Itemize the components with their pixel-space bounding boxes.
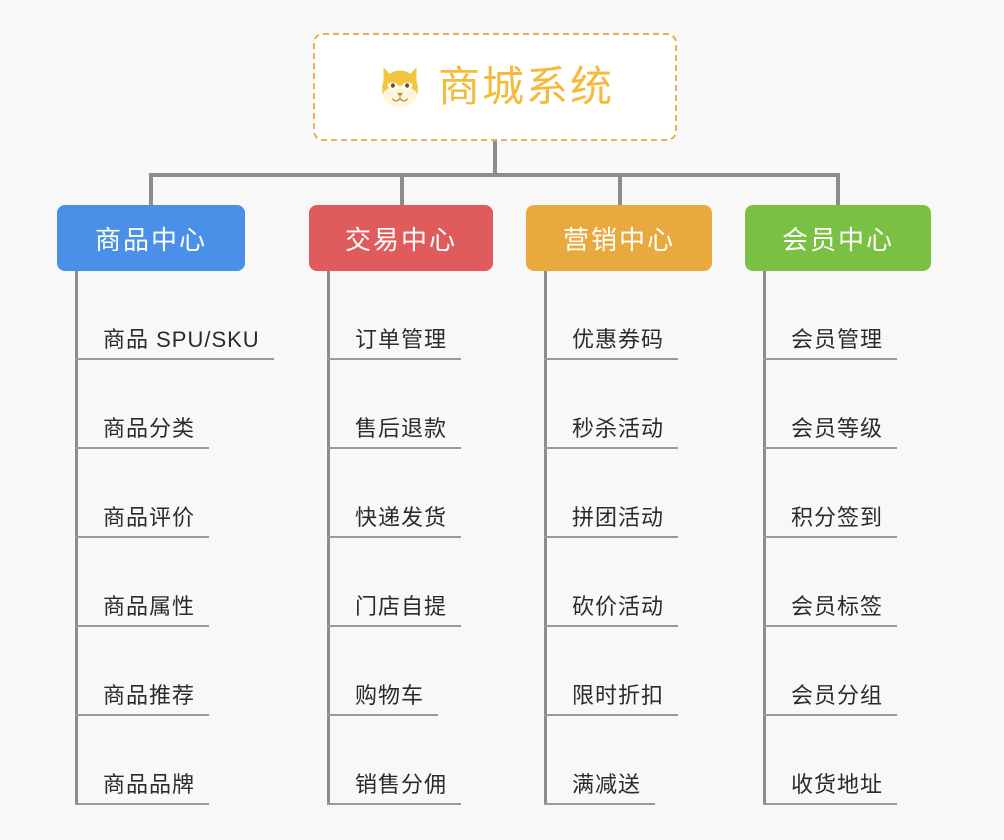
list-item[interactable]: 会员标签 bbox=[745, 538, 931, 627]
category-column-会员中心: 会员中心 会员管理 会员等级 积分签到 会员标签 会员分组 收货地址 bbox=[745, 205, 931, 805]
root-title: 商城系统 bbox=[437, 63, 614, 110]
list-item[interactable]: 销售分佣 bbox=[309, 716, 493, 805]
list-item[interactable]: 商品品牌 bbox=[57, 716, 245, 805]
leaf-label: 销售分佣 bbox=[355, 771, 448, 797]
leaf-label: 商品品牌 bbox=[103, 771, 196, 797]
root-node[interactable]: 商城系统 bbox=[313, 33, 677, 141]
category-header-3[interactable]: 营销中心 bbox=[526, 205, 712, 271]
leaf-label: 优惠券码 bbox=[572, 326, 665, 352]
shiba-dog-face-icon bbox=[381, 67, 418, 108]
column-spine-4 bbox=[763, 271, 766, 805]
list-item[interactable]: 门店自提 bbox=[309, 538, 493, 627]
list-item[interactable]: 商品 SPU/SKU bbox=[57, 271, 274, 360]
leaf-label: 限时折扣 bbox=[572, 682, 665, 708]
leaf-label: 会员标签 bbox=[791, 593, 884, 619]
leaf-label: 收货地址 bbox=[791, 771, 884, 797]
list-item[interactable]: 优惠券码 bbox=[526, 271, 712, 360]
list-item[interactable]: 会员等级 bbox=[745, 360, 931, 449]
list-item[interactable]: 快递发货 bbox=[309, 449, 493, 538]
leaf-label: 会员管理 bbox=[791, 326, 884, 352]
leaf-label: 商品分类 bbox=[103, 415, 196, 441]
list-item[interactable]: 会员分组 bbox=[745, 627, 931, 716]
category-label-4: 会员中心 bbox=[781, 224, 894, 255]
list-item[interactable]: 会员管理 bbox=[745, 271, 931, 360]
leaf-label: 商品评价 bbox=[103, 504, 196, 530]
column-spine-2 bbox=[327, 271, 330, 805]
list-item[interactable]: 商品评价 bbox=[57, 449, 245, 538]
category-header-2[interactable]: 交易中心 bbox=[309, 205, 493, 271]
leaf-label: 订单管理 bbox=[355, 326, 448, 352]
category-label-2: 交易中心 bbox=[344, 224, 457, 255]
list-item[interactable]: 积分签到 bbox=[745, 449, 931, 538]
drop-connector-3 bbox=[618, 173, 622, 207]
list-item[interactable]: 砍价活动 bbox=[526, 538, 712, 627]
list-item[interactable]: 商品分类 bbox=[57, 360, 245, 449]
list-item[interactable]: 售后退款 bbox=[309, 360, 493, 449]
list-item[interactable]: 满减送 bbox=[526, 716, 712, 805]
category-items-3: 优惠券码 秒杀活动 拼团活动 砍价活动 限时折扣 满减送 bbox=[526, 271, 712, 805]
list-item[interactable]: 收货地址 bbox=[745, 716, 931, 805]
list-item[interactable]: 订单管理 bbox=[309, 271, 493, 360]
leaf-label: 秒杀活动 bbox=[572, 415, 665, 441]
category-label-3: 营销中心 bbox=[562, 224, 675, 255]
category-items-1: 商品 SPU/SKU 商品分类 商品评价 商品属性 商品推荐 商品品牌 bbox=[57, 271, 274, 805]
leaf-label: 会员分组 bbox=[791, 682, 884, 708]
column-spine-3 bbox=[544, 271, 547, 805]
leaf-label: 商品 SPU/SKU bbox=[103, 326, 260, 352]
category-header-4[interactable]: 会员中心 bbox=[745, 205, 931, 271]
list-item[interactable]: 限时折扣 bbox=[526, 627, 712, 716]
category-header-1[interactable]: 商品中心 bbox=[57, 205, 245, 271]
drop-connector-2 bbox=[400, 173, 404, 207]
leaf-label: 商品属性 bbox=[103, 593, 196, 619]
category-items-2: 订单管理 售后退款 快递发货 门店自提 购物车 销售分佣 bbox=[309, 271, 493, 805]
drop-connector-1 bbox=[149, 173, 153, 207]
list-item[interactable]: 秒杀活动 bbox=[526, 360, 712, 449]
leaf-label: 满减送 bbox=[572, 771, 642, 797]
list-item[interactable]: 商品属性 bbox=[57, 538, 245, 627]
horizontal-bus-connector bbox=[151, 173, 838, 177]
category-label-1: 商品中心 bbox=[94, 224, 207, 255]
leaf-label: 门店自提 bbox=[355, 593, 448, 619]
category-items-4: 会员管理 会员等级 积分签到 会员标签 会员分组 收货地址 bbox=[745, 271, 931, 805]
leaf-label: 售后退款 bbox=[355, 415, 448, 441]
drop-connector-4 bbox=[836, 173, 840, 207]
leaf-label: 会员等级 bbox=[791, 415, 884, 441]
list-item[interactable]: 商品推荐 bbox=[57, 627, 245, 716]
list-item[interactable]: 购物车 bbox=[309, 627, 493, 716]
leaf-label: 拼团活动 bbox=[572, 504, 665, 530]
category-column-交易中心: 交易中心 订单管理 售后退款 快递发货 门店自提 购物车 销售分佣 bbox=[309, 205, 493, 805]
column-spine-1 bbox=[75, 271, 78, 805]
root-stem-connector bbox=[493, 141, 497, 175]
leaf-label: 商品推荐 bbox=[103, 682, 196, 708]
leaf-label: 购物车 bbox=[355, 682, 425, 708]
category-column-商品中心: 商品中心 商品 SPU/SKU 商品分类 商品评价 商品属性 商品推荐 商品品牌 bbox=[57, 205, 274, 805]
leaf-label: 砍价活动 bbox=[572, 593, 665, 619]
category-column-营销中心: 营销中心 优惠券码 秒杀活动 拼团活动 砍价活动 限时折扣 满减送 bbox=[526, 205, 712, 805]
list-item[interactable]: 拼团活动 bbox=[526, 449, 712, 538]
leaf-label: 快递发货 bbox=[355, 504, 448, 530]
leaf-label: 积分签到 bbox=[791, 504, 884, 530]
